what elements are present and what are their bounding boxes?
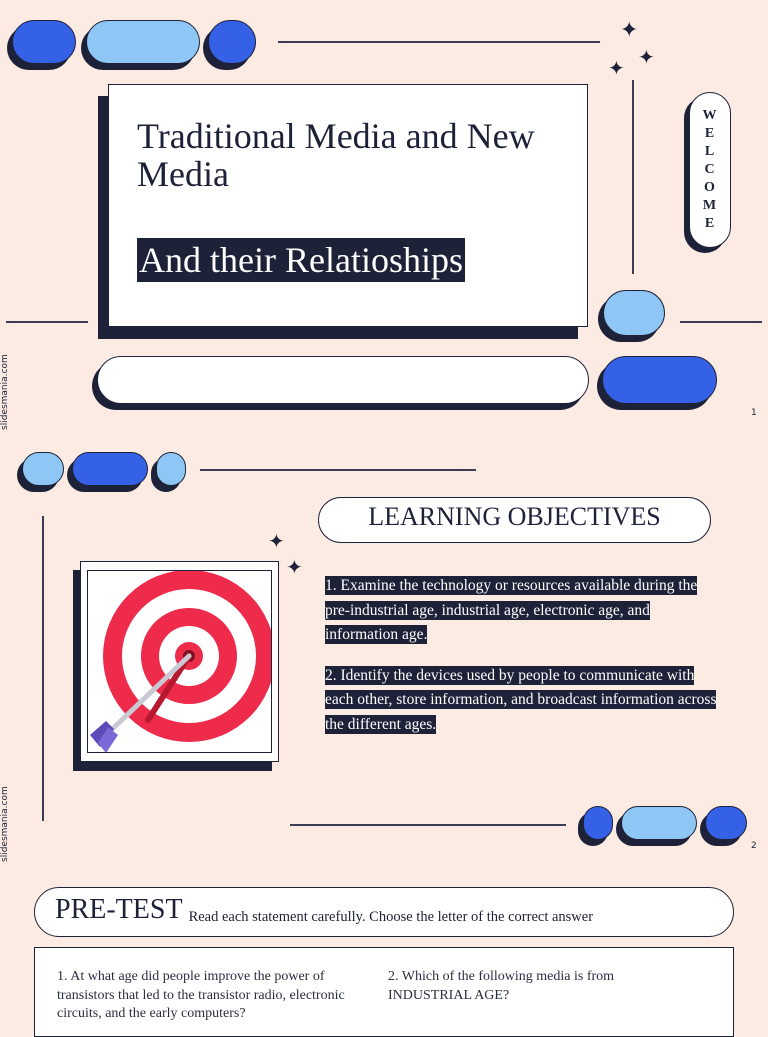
decor-pill-light-blue bbox=[86, 20, 200, 64]
sparkle-icon: ✦ bbox=[620, 18, 639, 43]
page-title: Traditional Media and New Media bbox=[137, 116, 535, 194]
objective-item: 1. Examine the technology or resources a… bbox=[325, 574, 725, 648]
welcome-letter: O bbox=[704, 180, 716, 195]
section-heading: LEARNING OBJECTIVES bbox=[318, 497, 711, 543]
decor-pill-light-blue bbox=[156, 452, 186, 486]
divider-line-vertical bbox=[632, 80, 634, 274]
page-subtitle: And their Relatioships bbox=[137, 238, 465, 282]
decor-pill-blue bbox=[12, 20, 76, 64]
sparkle-icon: ✦ bbox=[638, 45, 655, 69]
question-2: 2. Which of the following media is from … bbox=[388, 969, 615, 1003]
decor-pill-light-blue bbox=[603, 290, 665, 336]
decor-pill-blue bbox=[72, 452, 148, 486]
welcome-letter: L bbox=[704, 144, 716, 159]
sparkle-icon: ✦ bbox=[608, 56, 625, 80]
objective-text: 2. Identify the devices used by people t… bbox=[325, 665, 717, 734]
divider-line bbox=[278, 41, 600, 43]
decor-pill-light-blue bbox=[22, 452, 64, 486]
divider-line bbox=[290, 824, 566, 826]
divider-line bbox=[680, 321, 762, 323]
decor-pill-white bbox=[97, 356, 589, 404]
pretest-instruction: Read each statement carefully. Choose th… bbox=[188, 908, 594, 925]
target-arrow-icon bbox=[90, 570, 275, 753]
decor-pill-blue bbox=[602, 356, 717, 404]
watermark: slidesmania.com bbox=[0, 786, 10, 862]
sparkle-icon: ✦ bbox=[268, 529, 285, 553]
target-image-card bbox=[80, 561, 279, 762]
decor-pill-blue bbox=[705, 806, 747, 840]
objectives-list: 1. Examine the technology or resources a… bbox=[325, 574, 725, 753]
decor-pill-blue bbox=[208, 20, 256, 64]
welcome-letter: E bbox=[704, 126, 716, 141]
pretest-title: PRE-TEST bbox=[55, 894, 183, 925]
welcome-badge: W E L C O M E bbox=[689, 92, 731, 248]
sparkle-icon: ✦ bbox=[286, 555, 303, 579]
divider-line bbox=[6, 321, 88, 323]
welcome-letter: M bbox=[702, 198, 718, 213]
title-card: Traditional Media and New Media And thei… bbox=[108, 84, 588, 327]
page-number: 1 bbox=[751, 408, 757, 418]
target-image-frame bbox=[87, 570, 275, 753]
page-number: 2 bbox=[751, 841, 757, 851]
objective-item: 2. Identify the devices used by people t… bbox=[325, 664, 725, 738]
pretest-header: PRE-TEST Read each statement carefully. … bbox=[34, 887, 734, 937]
questions-card: 1. At what age did people improve the po… bbox=[34, 947, 734, 1037]
welcome-letter: C bbox=[704, 162, 716, 177]
objective-text: 1. Examine the technology or resources a… bbox=[325, 576, 698, 644]
divider-line-vertical bbox=[42, 516, 44, 821]
welcome-letter: W bbox=[702, 108, 718, 123]
decor-pill-blue bbox=[583, 806, 613, 840]
divider-line bbox=[200, 469, 476, 471]
watermark: slidesmania.com bbox=[0, 354, 10, 430]
question-1: 1. At what age did people improve the po… bbox=[57, 969, 345, 1021]
welcome-letter: E bbox=[704, 216, 716, 231]
decor-pill-light-blue bbox=[621, 806, 697, 840]
